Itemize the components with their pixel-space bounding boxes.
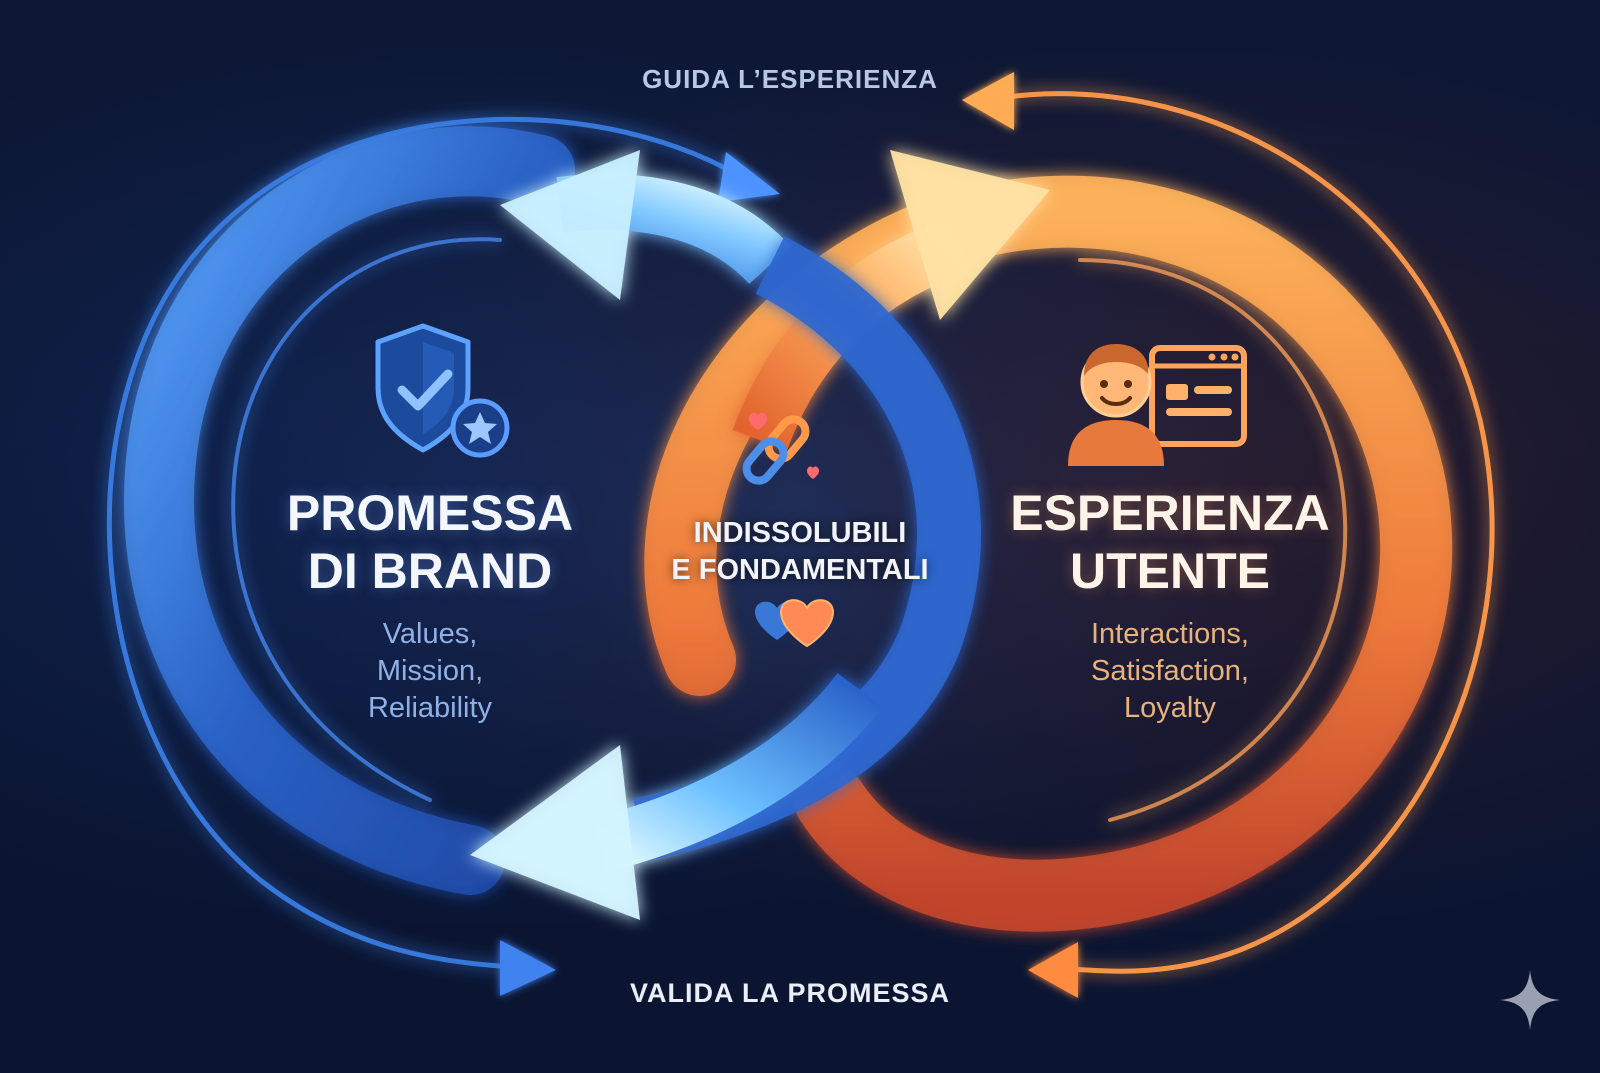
user-experience-title: ESPERIENZA UTENTE — [960, 484, 1380, 600]
center-title-line1: INDISSOLUBILI — [693, 517, 907, 549]
brand-promise-subtitle: Values, Mission, Reliability — [300, 616, 560, 727]
user-experience-subtitle: Interactions, Satisfaction, Loyalty — [1030, 616, 1310, 727]
caption-valida-promessa: VALIDA LA PROMESSA — [629, 978, 950, 1008]
user-experience-sub-line3: Loyalty — [1124, 692, 1216, 724]
blue-inner-thin-arc — [231, 237, 502, 802]
blue-lower-band — [470, 236, 981, 920]
caption-guida-esperienza: GUIDA L’ESPERIENZA — [642, 64, 938, 94]
brand-promise-title-line2: DI BRAND — [307, 543, 553, 599]
brand-promise-sub-line2: Mission, — [376, 655, 484, 687]
orange-bottom-arrowhead — [1028, 942, 1078, 998]
brand-promise-title-line1: PROMESSA — [286, 485, 574, 541]
blue-main-band — [124, 126, 575, 895]
user-with-browser-window-icon — [1068, 344, 1247, 466]
brand-promise-title: PROMESSA DI BRAND — [240, 484, 620, 600]
center-title-line2: E FONDAMENTALI — [671, 554, 929, 586]
hearts-icon — [755, 599, 835, 648]
orange-outer-thin-arc — [997, 91, 1495, 974]
blue-loop — [106, 117, 763, 971]
orange-loop — [644, 91, 1495, 974]
orange-inner-thin-arc — [1078, 258, 1348, 822]
user-experience-title-line1: ESPERIENZA — [1010, 485, 1330, 541]
brand-promise-sub-line1: Values, — [382, 618, 478, 650]
center-title: INDISSOLUBILI E FONDAMENTALI — [640, 515, 960, 589]
blue-lower-arrowhead — [470, 745, 640, 920]
chain-link-icon — [742, 411, 819, 485]
sparkle-icon — [1500, 970, 1560, 1030]
blue-top-arrowhead — [718, 152, 780, 202]
blue-outer-thin-arc — [106, 117, 763, 971]
user-experience-sub-line1: Interactions, — [1091, 618, 1249, 650]
brand-promise-sub-line3: Reliability — [367, 692, 493, 724]
blue-bottom-arrowhead — [500, 940, 556, 996]
user-experience-title-line2: UTENTE — [1070, 543, 1270, 599]
blue-upper-arrow — [500, 150, 791, 300]
orange-main-band — [644, 175, 1453, 932]
orange-top-arrowhead — [962, 72, 1014, 130]
shield-check-star-icon — [375, 323, 510, 458]
user-experience-sub-line2: Satisfaction, — [1091, 655, 1249, 687]
